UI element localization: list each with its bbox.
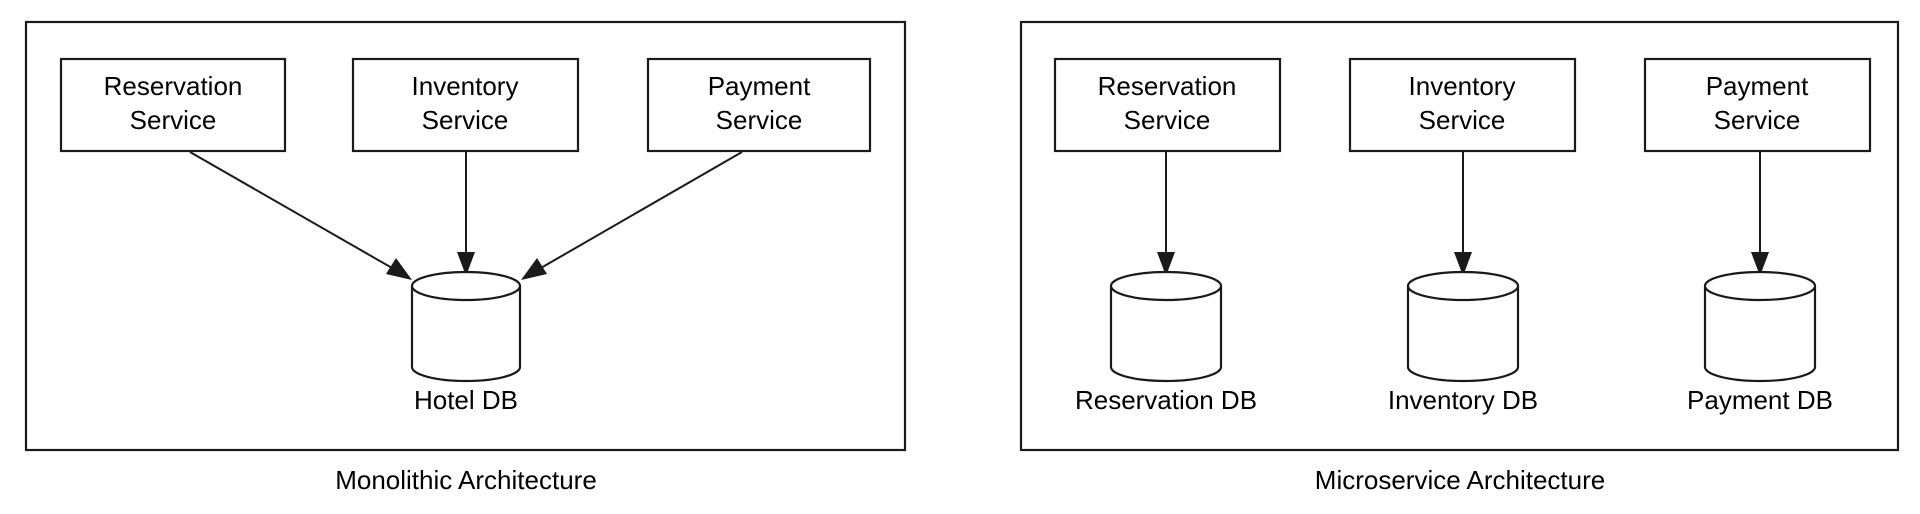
microservice-inventory-db-cylinder-body[interactable] [1406, 284, 1520, 383]
monolithic-inventory-service-label-line2: Service [422, 105, 509, 135]
microservice-reservation-service-node[interactable]: Reservation Service [1053, 57, 1282, 153]
microservice-payment-service-node[interactable]: Payment Service [1643, 57, 1872, 153]
microservice-inventory-db-cylinder-top[interactable] [1406, 270, 1520, 302]
microservice-payment-db-node[interactable]: Payment DB [1687, 270, 1833, 415]
monolithic-payment-service-label-line1: Payment [708, 71, 811, 101]
microservice-inventory-db-node[interactable]: Inventory DB [1388, 270, 1538, 415]
microservice-connection-payment-arrowhead [1751, 252, 1769, 276]
panel-monolithic-caption: Monolithic Architecture [335, 465, 597, 495]
microservice-payment-db-cylinder-body[interactable] [1703, 284, 1817, 383]
microservice-payment-service-label-line2: Service [1714, 105, 1801, 135]
monolithic-inventory-service-box[interactable] [351, 57, 580, 153]
microservice-reservation-db-node[interactable]: Reservation DB [1075, 270, 1257, 415]
monolithic-payment-service-node[interactable]: Payment Service [646, 57, 872, 153]
monolithic-connection-inventory-arrowhead [457, 252, 475, 276]
monolithic-hotel-db-cylinder-top[interactable] [410, 270, 522, 302]
microservice-connection-reservation-arrowhead [1157, 252, 1175, 276]
panel-microservice: Reservation Service Inventory Service Pa… [1019, 20, 1900, 495]
microservice-inventory-db-label: Inventory DB [1388, 385, 1538, 415]
monolithic-hotel-db-node[interactable]: Hotel DB [410, 270, 522, 415]
microservice-reservation-db-label: Reservation DB [1075, 385, 1257, 415]
microservice-reservation-db-cylinder-top[interactable] [1109, 270, 1223, 302]
monolithic-hotel-db-cylinder-body[interactable] [410, 284, 522, 383]
microservice-inventory-service-label-line2: Service [1419, 105, 1506, 135]
monolithic-reservation-service-box[interactable] [59, 57, 287, 153]
monolithic-inventory-service-node[interactable]: Inventory Service [351, 57, 580, 153]
microservice-inventory-service-node[interactable]: Inventory Service [1348, 57, 1577, 153]
monolithic-connection-payment-line [526, 151, 743, 277]
microservice-payment-service-label-line1: Payment [1706, 71, 1809, 101]
monolithic-connection-inventory-to-hotel-db [457, 152, 475, 276]
monolithic-connection-payment-arrowhead [521, 258, 547, 280]
microservice-inventory-service-box[interactable] [1348, 57, 1577, 153]
monolithic-inventory-service-label-line1: Inventory [412, 71, 519, 101]
microservice-reservation-db-cylinder-body[interactable] [1109, 284, 1223, 383]
monolithic-reservation-service-node[interactable]: Reservation Service [59, 57, 287, 153]
microservice-reservation-service-box[interactable] [1053, 57, 1282, 153]
monolithic-payment-service-box[interactable] [646, 57, 872, 153]
monolithic-reservation-service-label-line2: Service [130, 105, 217, 135]
monolithic-connection-reservation-arrowhead [386, 258, 412, 280]
microservice-reservation-service-label-line2: Service [1124, 105, 1211, 135]
panel-monolithic: Reservation Service Inventory Service Pa… [24, 20, 907, 495]
microservice-connection-payment [1751, 152, 1769, 276]
microservice-connection-reservation [1157, 152, 1175, 276]
microservice-reservation-service-label-line1: Reservation [1098, 71, 1237, 101]
monolithic-payment-service-label-line2: Service [716, 105, 803, 135]
microservice-connection-inventory [1454, 152, 1472, 276]
microservice-payment-db-label: Payment DB [1687, 385, 1833, 415]
monolithic-connection-reservation-line [189, 151, 407, 277]
monolithic-connection-payment-to-hotel-db [521, 151, 743, 280]
microservice-payment-service-box[interactable] [1643, 57, 1872, 153]
monolithic-connection-reservation-to-hotel-db [189, 151, 412, 280]
panel-microservice-caption: Microservice Architecture [1315, 465, 1605, 495]
microservice-payment-db-cylinder-top[interactable] [1703, 270, 1817, 302]
monolithic-reservation-service-label-line1: Reservation [104, 71, 243, 101]
microservice-connection-inventory-arrowhead [1454, 252, 1472, 276]
microservice-inventory-service-label-line1: Inventory [1409, 71, 1516, 101]
monolithic-hotel-db-label: Hotel DB [414, 385, 518, 415]
